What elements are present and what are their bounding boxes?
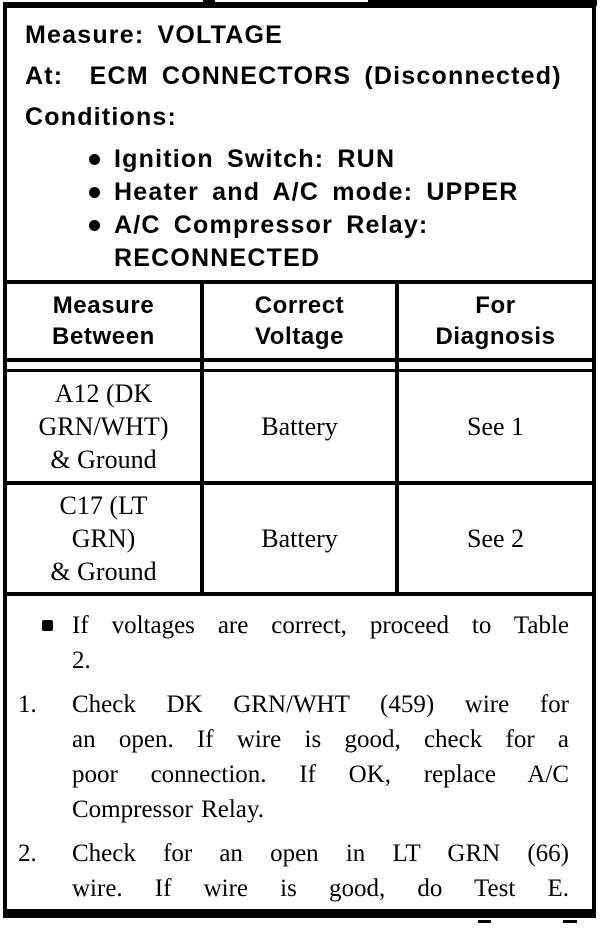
bullet-icon — [89, 154, 100, 165]
scan-artifact — [563, 920, 577, 923]
header-double-rule — [3, 358, 596, 372]
condition-item: Heater and A/C mode: UPPER — [25, 176, 586, 209]
bullet-icon — [89, 187, 100, 198]
condition-item-text: Heater and A/C mode: UPPER — [114, 178, 519, 206]
conditions-label: Conditions: — [25, 103, 178, 131]
cell-r2-measure-between: C17 (LT GRN) & Ground — [50, 491, 157, 586]
note-item-2: 2. Check for an open in LT GRN (66)wire.… — [7, 836, 592, 906]
bullet-icon — [42, 620, 53, 631]
measure-line: Measure: VOLTAGE — [25, 21, 284, 49]
table-border-frame — [3, 2, 596, 918]
column-divider-1 — [200, 284, 204, 592]
cell-r2-for-diagnosis: See 2 — [466, 524, 525, 553]
note-marker — [7, 608, 72, 678]
bullet-icon — [89, 220, 100, 231]
condition-item-text: Ignition Switch: RUN — [114, 145, 396, 173]
note-number: 2. — [18, 840, 37, 867]
column-header-correct-voltage: Correct Voltage — [254, 292, 345, 350]
note-bullet-item: If voltages are correct, proceed to Tabl… — [7, 608, 592, 678]
conditions-bottom-rule — [3, 280, 596, 284]
at-line: At: ECM CONNECTORS (Disconnected) — [25, 62, 562, 90]
row-divider-rule — [3, 481, 596, 485]
conditions-list: Ignition Switch: RUN Heater and A/C mode… — [25, 143, 586, 275]
test-conditions-section: Measure: VOLTAGE At: ECM CONNECTORS (Dis… — [7, 8, 592, 275]
cell-r1-measure-between: A12 (DK GRN/WHT) & Ground — [38, 379, 169, 474]
note-text: If voltages are correct, proceed to Tabl… — [72, 612, 569, 674]
scan-artifact — [478, 920, 491, 923]
condition-item-text: A/C Compressor Relay: RECONNECTED — [114, 211, 429, 272]
scan-artifact — [203, 0, 215, 3]
notes-section: If voltages are correct, proceed to Tabl… — [7, 596, 592, 906]
cell-r1-for-diagnosis: See 1 — [466, 412, 525, 441]
condition-item: Ignition Switch: RUN — [25, 143, 586, 176]
column-header-measure-between: Measure Between — [52, 292, 155, 350]
note-text: Check for an open in LT GRN (66)wire. If… — [72, 840, 569, 902]
column-divider-2 — [395, 284, 399, 592]
column-header-for-diagnosis: For Diagnosis — [435, 292, 556, 350]
cell-r2-correct-voltage: Battery — [261, 524, 338, 553]
notes-top-rule — [3, 592, 596, 596]
note-number: 1. — [18, 691, 37, 718]
cell-r1-correct-voltage: Battery — [261, 412, 338, 441]
condition-item: A/C Compressor Relay: RECONNECTED — [25, 209, 586, 275]
scan-artifact — [368, 0, 597, 6]
